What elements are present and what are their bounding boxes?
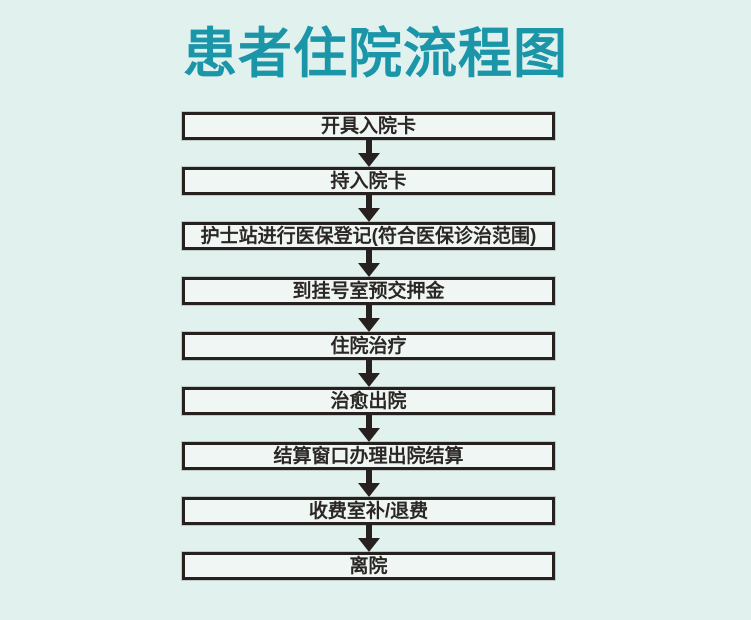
- flow-step-box: 结算窗口办理出院结算: [182, 442, 555, 471]
- down-arrow-icon: [357, 415, 380, 443]
- arrow-stem: [365, 305, 372, 319]
- flow-step-label: 住院治疗: [330, 335, 407, 357]
- flowchart: 开具入院卡 持入院卡 护士站进行医保登记(符合医保诊治范围) 到挂号室预交押金: [182, 112, 555, 581]
- arrow-head: [357, 208, 380, 223]
- flow-step-box: 持入院卡: [182, 167, 555, 196]
- flow-step-box: 到挂号室预交押金: [182, 277, 555, 306]
- flow-step-box: 治愈出院: [182, 387, 555, 416]
- arrow-head: [357, 538, 380, 553]
- flow-step-box: 护士站进行医保登记(符合医保诊治范围): [182, 222, 555, 251]
- arrow-stem: [365, 360, 372, 374]
- flow-step-box: 离院: [182, 552, 555, 581]
- page-title: 患者住院流程图: [183, 24, 568, 84]
- flow-step-label: 到挂号室预交押金: [292, 280, 445, 302]
- arrow-head: [357, 373, 380, 388]
- arrow-head: [357, 428, 380, 443]
- flow-step-label: 结算窗口办理出院结算: [273, 445, 464, 467]
- flow-step-label: 开具入院卡: [320, 115, 416, 137]
- down-arrow-icon: [357, 305, 380, 333]
- flow-step: 开具入院卡: [182, 112, 555, 168]
- down-arrow-icon: [357, 140, 380, 168]
- flow-step: 护士站进行医保登记(符合医保诊治范围): [182, 222, 555, 278]
- flow-step: 收费室补/退费: [182, 497, 555, 553]
- flow-step-label: 收费室补/退费: [308, 500, 429, 522]
- arrow-stem: [365, 195, 372, 209]
- flow-step: 结算窗口办理出院结算: [182, 442, 555, 498]
- down-arrow-icon: [357, 525, 380, 553]
- down-arrow-icon: [357, 195, 380, 223]
- down-arrow-icon: [357, 250, 380, 278]
- flow-step: 到挂号室预交押金: [182, 277, 555, 333]
- flow-step-box: 开具入院卡: [182, 112, 555, 141]
- arrow-stem: [365, 470, 372, 484]
- flow-step: 持入院卡: [182, 167, 555, 223]
- flow-step-box: 住院治疗: [182, 332, 555, 361]
- arrow-stem: [365, 415, 372, 429]
- arrow-head: [357, 153, 380, 168]
- flow-step-label: 离院: [349, 555, 388, 577]
- arrow-stem: [365, 140, 372, 154]
- arrow-stem: [365, 525, 372, 539]
- arrow-head: [357, 263, 380, 278]
- down-arrow-icon: [357, 470, 380, 498]
- down-arrow-icon: [357, 360, 380, 388]
- arrow-head: [357, 483, 380, 498]
- flow-step-label: 护士站进行医保登记(符合医保诊治范围): [200, 225, 537, 247]
- flow-step: 治愈出院: [182, 387, 555, 443]
- flow-step: 离院: [182, 552, 555, 581]
- flow-step: 住院治疗: [182, 332, 555, 388]
- flow-step-label: 持入院卡: [330, 170, 407, 192]
- flow-step-box: 收费室补/退费: [182, 497, 555, 526]
- arrow-head: [357, 318, 380, 333]
- flow-step-label: 治愈出院: [330, 390, 407, 412]
- arrow-stem: [365, 250, 372, 264]
